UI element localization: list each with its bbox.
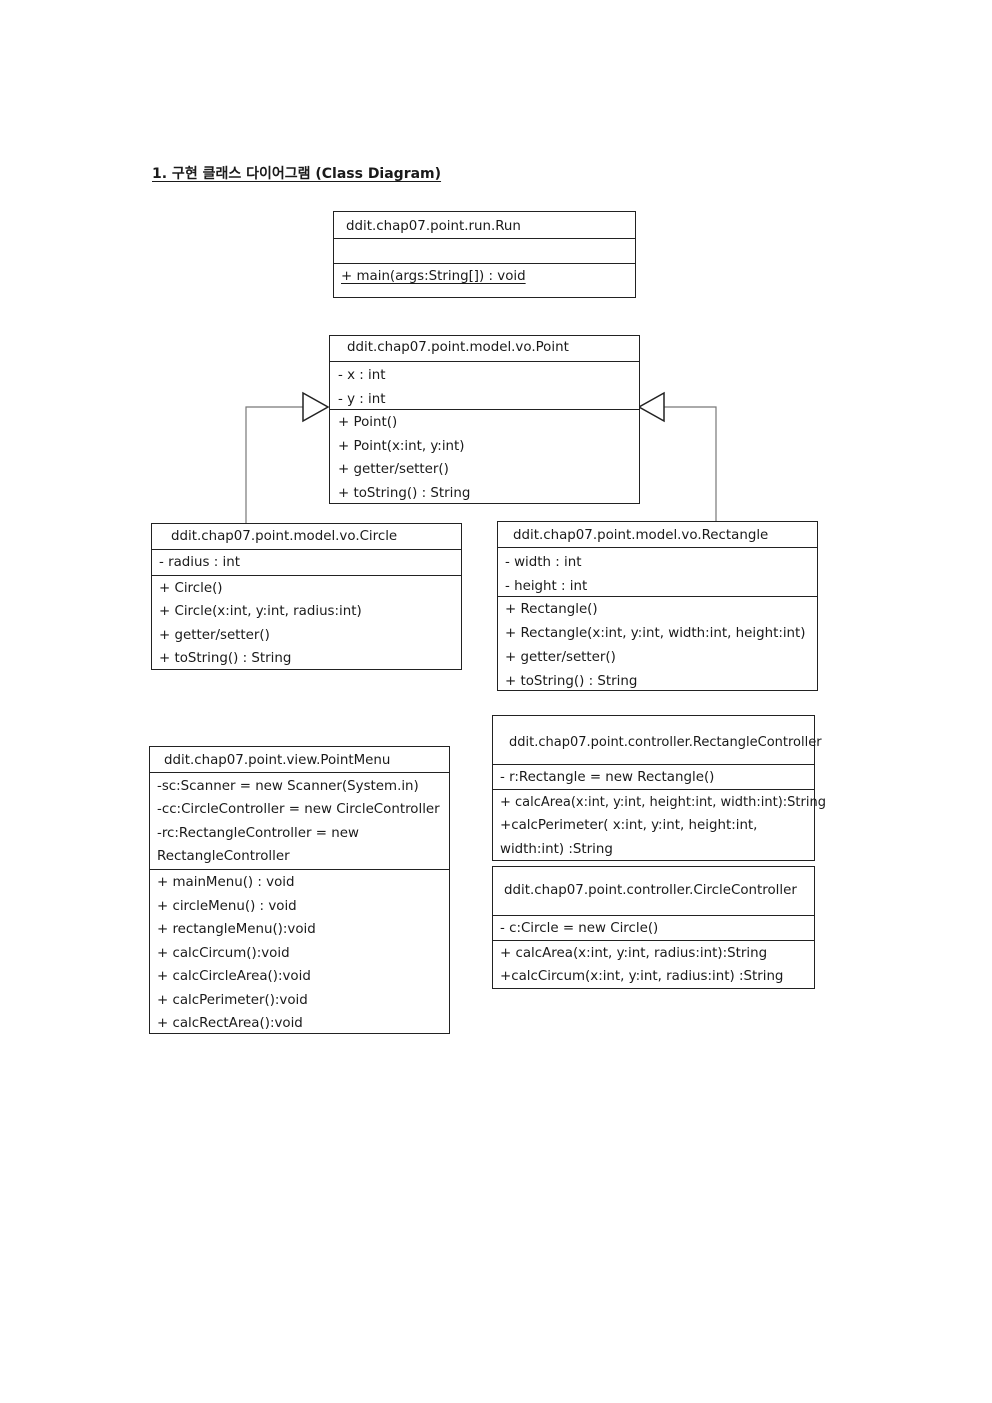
- class-circle-name: ddit.chap07.point.model.vo.Circle: [171, 529, 398, 544]
- class-point-method: + toString() : String: [338, 486, 471, 501]
- class-rectangle-methods-section: + Rectangle() + Rectangle(x:int, y:int, …: [498, 596, 817, 689]
- class-circle-method: + Circle(x:int, y:int, radius:int): [159, 604, 362, 619]
- class-pointmenu-method: + calcCircum():void: [157, 946, 290, 961]
- class-point-method: + Point(): [338, 415, 398, 430]
- class-run: ddit.chap07.point.run.Run + main(args:St…: [333, 211, 636, 298]
- class-point-attribute: - y : int: [338, 392, 386, 407]
- class-circle-controller-method: +calcCircum(x:int, y:int, radius:int) :S…: [500, 969, 784, 984]
- class-rectangle-controller-method: + calcArea(x:int, y:int, height:int, wid…: [500, 795, 826, 810]
- class-run-name: ddit.chap07.point.run.Run: [346, 219, 521, 234]
- circle-inheritance-line: [245, 406, 303, 523]
- class-pointmenu-attribute: -rc:RectangleController = new: [157, 826, 359, 841]
- class-rectangle-name: ddit.chap07.point.model.vo.Rectangle: [513, 528, 769, 543]
- class-point-name: ddit.chap07.point.model.vo.Point: [347, 340, 569, 355]
- class-rectangle-method: + Rectangle(x:int, y:int, width:int, hei…: [505, 626, 806, 641]
- class-circle-attribute: - radius : int: [159, 555, 240, 570]
- class-run-method: + main(args:String[]) : void: [341, 269, 526, 284]
- class-rectangle-attribute: - height : int: [505, 579, 588, 594]
- class-rectangle-controller-method: width:int) :String: [500, 842, 613, 857]
- class-circle-controller: ddit.chap07.point.controller.CircleContr…: [492, 866, 815, 989]
- class-run-name-section: ddit.chap07.point.run.Run: [334, 212, 635, 238]
- class-circle-methods-section: + Circle() + Circle(x:int, y:int, radius…: [152, 575, 461, 668]
- class-pointmenu-method: + calcCircleArea():void: [157, 969, 311, 984]
- class-rectangle-attribute: - width : int: [505, 555, 582, 570]
- class-rectangle: ddit.chap07.point.model.vo.Rectangle - w…: [497, 521, 818, 691]
- class-pointmenu-attribute: RectangleController: [157, 849, 290, 864]
- class-circle-attributes-section: - radius : int: [152, 549, 461, 575]
- class-rectangle-controller-attributes-section: - r:Rectangle = new Rectangle(): [493, 764, 814, 789]
- class-run-attributes-section: [334, 238, 635, 263]
- class-rectangle-controller-attribute: - r:Rectangle = new Rectangle(): [500, 770, 715, 785]
- class-pointmenu-attributes-section: -sc:Scanner = new Scanner(System.in) -cc…: [150, 772, 449, 869]
- class-point-method: + Point(x:int, y:int): [338, 439, 465, 454]
- class-rectangle-method: + toString() : String: [505, 674, 638, 689]
- class-circle-name-section: ddit.chap07.point.model.vo.Circle: [152, 524, 461, 549]
- class-pointmenu-attribute: -sc:Scanner = new Scanner(System.in): [157, 779, 419, 794]
- class-circle-controller-method: + calcArea(x:int, y:int, radius:int):Str…: [500, 946, 768, 961]
- class-circle: ddit.chap07.point.model.vo.Circle - radi…: [151, 523, 462, 670]
- class-pointmenu-method: + mainMenu() : void: [157, 875, 295, 890]
- class-circle-method: + toString() : String: [159, 651, 292, 666]
- circle-inheritance-arrowhead: [302, 391, 330, 423]
- class-circle-method: + Circle(): [159, 581, 223, 596]
- class-pointmenu-methods-section: + mainMenu() : void + circleMenu() : voi…: [150, 869, 449, 1032]
- page-title: 1. 구현 클래스 다이어그램 (Class Diagram): [152, 166, 442, 182]
- class-point-method: + getter/setter(): [338, 462, 449, 477]
- class-circle-method: + getter/setter(): [159, 628, 270, 643]
- class-circle-controller-methods-section: + calcArea(x:int, y:int, radius:int):Str…: [493, 940, 814, 987]
- class-rectangle-controller-method: +calcPerimeter( x:int, y:int, height:int…: [500, 818, 758, 833]
- class-pointmenu-method: + calcPerimeter():void: [157, 993, 308, 1008]
- class-pointmenu-attribute: -cc:CircleController = new CircleControl…: [157, 802, 440, 817]
- class-pointmenu-method: + circleMenu() : void: [157, 899, 297, 914]
- class-pointmenu-name-section: ddit.chap07.point.view.PointMenu: [150, 747, 449, 772]
- class-pointmenu-name: ddit.chap07.point.view.PointMenu: [164, 753, 391, 768]
- class-pointmenu-method: + calcRectArea():void: [157, 1016, 303, 1031]
- class-run-methods-section: + main(args:String[]) : void: [334, 263, 635, 296]
- class-rectangle-controller: ddit.chap07.point.controller.RectangleCo…: [492, 715, 826, 861]
- rectangle-inheritance-line: [664, 406, 717, 521]
- class-rectangle-attributes-section: - width : int - height : int: [498, 547, 817, 596]
- class-pointmenu: ddit.chap07.point.view.PointMenu -sc:Sca…: [149, 746, 450, 1034]
- class-point: ddit.chap07.point.model.vo.Point - x : i…: [329, 335, 640, 504]
- class-circle-controller-attribute: - c:Circle = new Circle(): [500, 921, 659, 936]
- class-pointmenu-method: + rectangleMenu():void: [157, 922, 316, 937]
- class-circle-controller-attributes-section: - c:Circle = new Circle(): [493, 915, 814, 940]
- class-circle-controller-name-section: ddit.chap07.point.controller.CircleContr…: [493, 867, 814, 915]
- rectangle-inheritance-arrowhead: [637, 391, 665, 423]
- class-circle-controller-name: ddit.chap07.point.controller.CircleContr…: [504, 883, 797, 898]
- class-rectangle-name-section: ddit.chap07.point.model.vo.Rectangle: [498, 522, 817, 547]
- class-rectangle-method: + getter/setter(): [505, 650, 616, 665]
- class-point-name-section: ddit.chap07.point.model.vo.Point: [330, 336, 639, 361]
- class-point-methods-section: + Point() + Point(x:int, y:int) + getter…: [330, 409, 639, 502]
- class-rectangle-controller-name-section: ddit.chap07.point.controller.RectangleCo…: [493, 716, 822, 764]
- class-point-attribute: - x : int: [338, 368, 386, 383]
- class-rectangle-controller-name: ddit.chap07.point.controller.RectangleCo…: [509, 735, 822, 750]
- class-point-attributes-section: - x : int - y : int: [330, 361, 639, 409]
- class-rectangle-method: + Rectangle(): [505, 602, 598, 617]
- class-rectangle-controller-methods-section: + calcArea(x:int, y:int, height:int, wid…: [493, 789, 826, 859]
